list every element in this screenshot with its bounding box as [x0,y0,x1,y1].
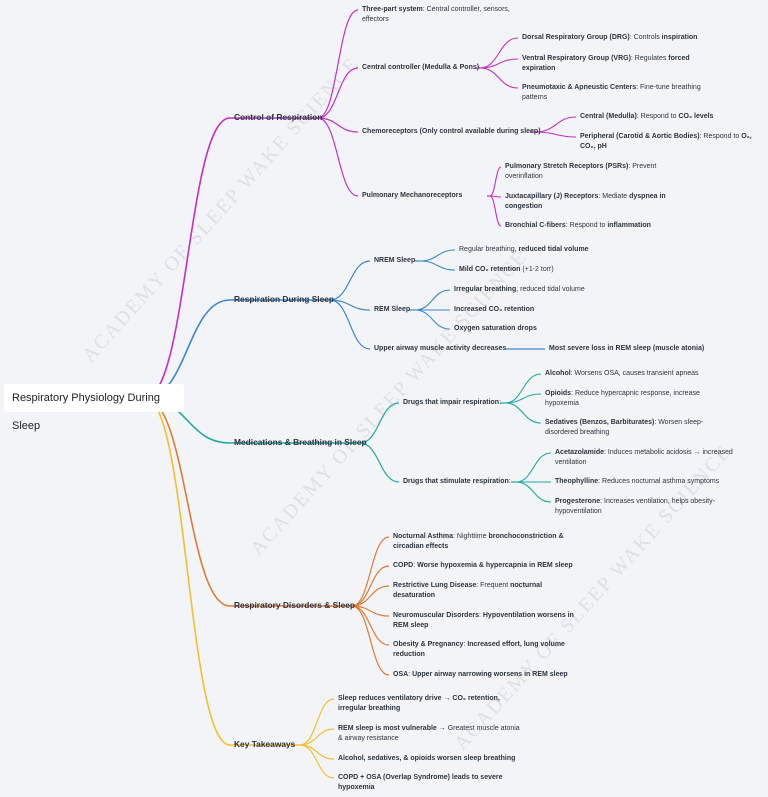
connector-disorders-child [351,536,390,607]
node-neuromuscular[interactable]: Neuromuscular Disorders: Hypoventilation… [393,612,574,629]
node-pneumotaxic[interactable]: Pneumotaxic & Apneustic Centers: Fine-tu… [522,84,701,101]
connector-mechano-child [489,166,502,197]
node-central-medulla[interactable]: Central (Medulla): Respond to CO₂ levels [580,113,714,120]
node-three-part-system[interactable]: Three-part system: Central controller, s… [362,6,510,23]
root-topic[interactable]: Respiratory Physiology During Sleep [4,384,184,432]
connector-control-child [317,117,359,197]
node-nocturnal-asthma[interactable]: Nocturnal Asthma: Nighttime bronchoconst… [393,533,564,550]
node-sedatives[interactable]: Sedatives (Benzos, Barbiturates): Worsen… [545,419,704,436]
node-takeaway-rem-vulnerable[interactable]: REM sleep is most vulnerable → Greatest … [338,725,520,742]
node-takeaway-overlap-syndrome[interactable]: COPD + OSA (Overlap Syndrome) leads to s… [338,774,503,791]
connector-takeaways-child [299,728,335,746]
connector-disorders-child [351,565,390,607]
node-oxygen-drops[interactable]: Oxygen saturation drops [454,325,537,332]
connector-takeaways-child [299,698,335,746]
node-upper-airway[interactable]: Upper airway muscle activity decreases [374,345,507,352]
connector-central-child [479,67,519,89]
branch-control-of-respiration[interactable]: Control of Respiration [234,112,323,122]
connector-mechano-child [489,195,502,227]
connector-meds-child [359,442,400,483]
connector-sleep-child [329,260,371,301]
connector-nrem-child [419,260,456,271]
node-progesterone[interactable]: Progesterone: Increases ventilation, hel… [555,498,715,515]
node-theophylline[interactable]: Theophylline: Reduces nocturnal asthma s… [555,478,720,485]
connector-disorders-child [351,605,390,676]
node-chemoreceptors[interactable]: Chemoreceptors (Only control available d… [362,128,541,135]
node-pulmonary-mechanoreceptors[interactable]: Pulmonary Mechanoreceptors [362,192,463,199]
connector-rem-child [414,289,451,311]
node-mild-co2[interactable]: Mild CO₂ retention (+1-2 torr) [459,266,554,273]
node-drg[interactable]: Dorsal Respiratory Group (DRG): Controls… [522,34,698,41]
node-nrem-sleep[interactable]: NREM Sleep [374,257,416,264]
branch-medications[interactable]: Medications & Breathing in Sleep [234,437,367,447]
node-osa[interactable]: OSA: Upper airway narrowing worsens in R… [393,671,568,678]
node-most-severe-loss[interactable]: Most severe loss in REM sleep (muscle at… [549,345,705,352]
connector-rem-child [414,309,451,330]
node-drugs-impair[interactable]: Drugs that impair respiration: [403,399,502,406]
connector-stimulate-child [515,452,552,483]
node-acetazolamide[interactable]: Acetazolamide: Induces metabolic acidosi… [555,449,733,466]
node-vrg[interactable]: Ventral Respiratory Group (VRG): Regulat… [522,55,690,72]
node-peripheral-bodies[interactable]: Peripheral (Carotid & Aortic Bodies): Re… [580,133,752,150]
node-alcohol[interactable]: Alcohol: Worsens OSA, causes transient a… [545,370,699,377]
connector-control-child [317,117,359,133]
node-c-fibers[interactable]: Bronchial C-fibers: Respond to inflammat… [505,222,651,229]
connector-nrem-child [419,249,456,262]
connector-sleep-child [329,299,371,350]
node-copd[interactable]: COPD: Worse hypoxemia & hypercapnia in R… [393,562,573,569]
connector-chemo-child [535,116,577,133]
node-psr[interactable]: Pulmonary Stretch Receptors (PSRs): Prev… [505,163,657,180]
branch-respiratory-disorders[interactable]: Respiratory Disorders & Sleep [234,600,356,610]
connector-control-child [317,9,359,119]
node-obesity-pregnancy[interactable]: Obesity & Pregnancy: Increased effort, l… [393,641,565,658]
node-restrictive-lung[interactable]: Restrictive Lung Disease: Frequent noctu… [393,582,543,599]
connector-central-child [479,37,519,69]
connector-root-takeaways [144,397,231,746]
connector-impair-child [504,402,542,424]
connector-meds-child [359,402,400,444]
node-regular-breathing[interactable]: Regular breathing, reduced tidal volume [459,246,589,253]
node-j-receptors[interactable]: Juxtacapillary (J) Receptors: Mediate dy… [505,193,666,210]
node-rem-sleep[interactable]: REM Sleep [374,306,411,313]
connector-control-child [317,67,359,119]
connector-takeaways-child [299,744,335,779]
node-irregular-breathing[interactable]: Irregular breathing, reduced tidal volum… [454,286,585,293]
node-takeaway-alcohol-sedatives[interactable]: Alcohol, sedatives, & opioids worsen sle… [338,755,516,762]
node-central-controller[interactable]: Central controller (Medulla & Pons) [362,64,480,71]
branch-respiration-during-sleep[interactable]: Respiration During Sleep [234,294,335,304]
connector-stimulate-child [515,481,552,503]
node-opioids[interactable]: Opioids: Reduce hypercapnic response, in… [545,390,700,407]
branch-key-takeaways[interactable]: Key Takeaways [234,739,296,749]
connector-central-child [479,58,519,69]
node-increased-co2[interactable]: Increased CO₂ retention [454,306,535,313]
connector-chemo-child [535,131,577,138]
connector-takeaways-child [299,744,335,760]
node-drugs-stimulate[interactable]: Drugs that stimulate respiration: [403,478,511,485]
connector-disorders-child [351,585,390,607]
connector-impair-child [504,393,542,404]
node-takeaway-ventilatory-drive[interactable]: Sleep reduces ventilatory drive → CO₂ re… [338,695,500,712]
